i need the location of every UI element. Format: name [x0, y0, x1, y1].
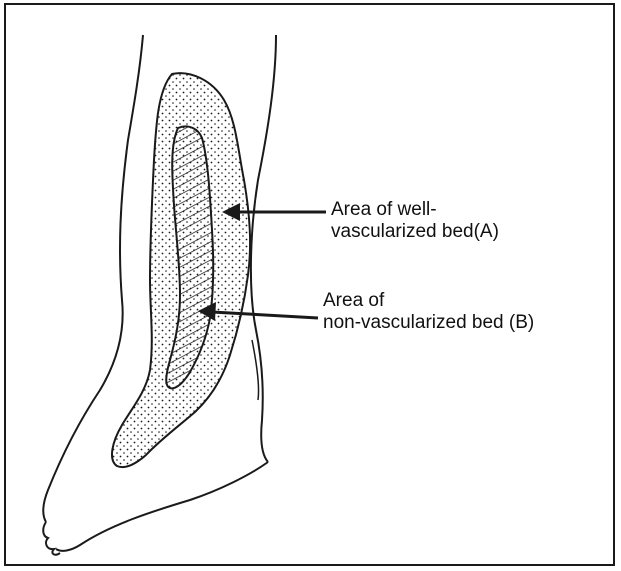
- label-non-vascularized: Area of non-vascularized bed (B): [323, 290, 534, 334]
- label-non-vascularized-line1: Area of: [323, 290, 534, 312]
- leg-right-contour: [251, 35, 276, 462]
- label-well-vascularized: Area of well- vascularized bed(A): [331, 199, 499, 243]
- foot-dorsum: [56, 462, 268, 551]
- ankle-contour: [252, 340, 259, 400]
- label-well-vascularized-line2: vascularized bed(A): [331, 221, 499, 243]
- label-well-vascularized-line1: Area of well-: [331, 199, 499, 221]
- label-non-vascularized-line2: non-vascularized bed (B): [323, 312, 534, 334]
